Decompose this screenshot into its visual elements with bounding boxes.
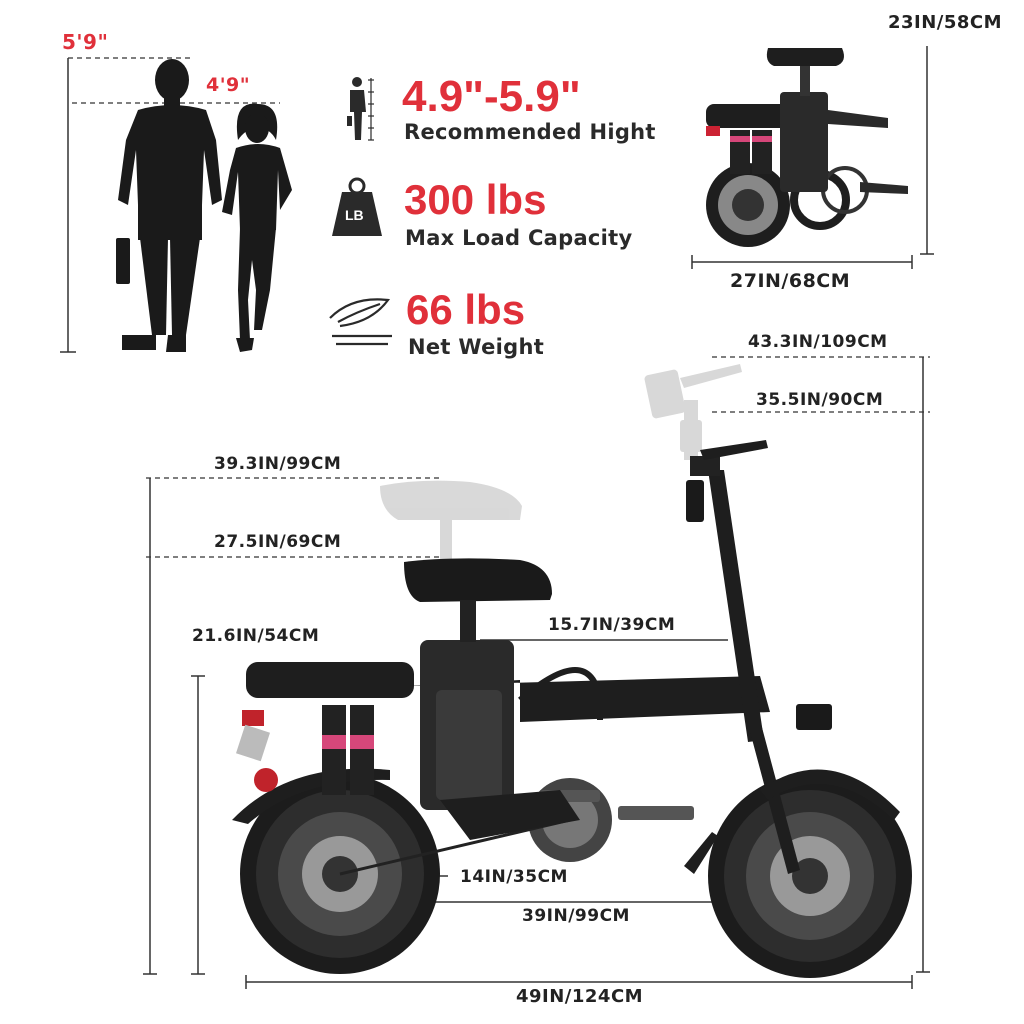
woman-silhouette [222, 103, 292, 352]
main-bike [232, 440, 912, 978]
spec-label: Net Weight [408, 335, 545, 359]
handlebar-max-label: 43.3IN/109CM [748, 332, 888, 352]
spec-value: 4.9"-5.9" [402, 72, 581, 121]
total-length-label: 49IN/124CM [516, 986, 644, 1007]
height-label-tall: 5'9" [62, 30, 109, 54]
wheel-size-label: 14IN/35CM [460, 867, 568, 887]
weight-lb-icon-text: LB [345, 207, 364, 223]
spec-label: Recommended Hight [404, 120, 656, 144]
seat-max-label: 39.3IN/99CM [214, 454, 342, 474]
folded-length-label: 27IN/68CM [730, 270, 851, 292]
spec-value: 66 lbs [406, 286, 526, 333]
raised-handlebar-ghost [644, 364, 742, 460]
feather-scale-icon [329, 298, 392, 346]
wheelbase-label: 39IN/99CM [522, 906, 630, 926]
raised-seat-ghost [380, 480, 522, 560]
spec-value: 300 lbs [404, 176, 547, 223]
folded-height-label: 23IN/58CM [888, 12, 1003, 33]
seat-to-bar-label: 15.7IN/39CM [548, 615, 676, 635]
spec-label: Max Load Capacity [405, 226, 633, 250]
height-label-short: 4'9" [206, 74, 251, 96]
person-icon [347, 77, 374, 141]
folded-bike [706, 48, 908, 247]
seat-min-label: 27.5IN/69CM [214, 532, 342, 552]
rear-height-label: 21.6IN/54CM [192, 626, 320, 646]
weight-lb-icon [332, 177, 382, 236]
man-silhouette [116, 59, 222, 352]
folded-dimension-lines [691, 46, 934, 269]
handlebar-min-label: 35.5IN/90CM [756, 390, 884, 410]
